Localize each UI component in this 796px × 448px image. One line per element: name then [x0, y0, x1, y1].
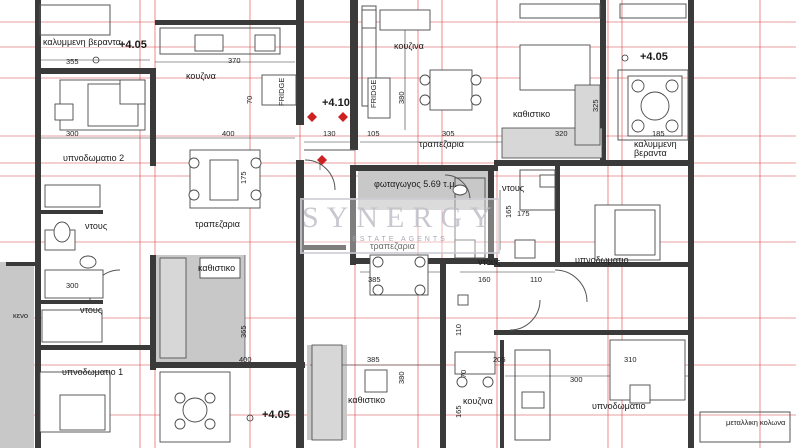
dim-label: 365 — [239, 325, 248, 338]
label-dining-top-right: τραπεζαρια — [419, 139, 464, 149]
cabinet-lines — [39, 3, 791, 443]
dim-label: 160 — [478, 275, 491, 284]
label-shower-left-a: ντους — [85, 221, 108, 231]
dim-label: 165 — [504, 205, 513, 218]
dim-label: 355 — [66, 57, 79, 66]
label-bedroom-2: υπνοδωματιο 2 — [63, 153, 125, 163]
label-stairs-level: +4.10 — [322, 97, 350, 109]
label-living-top-right: καθιστικο — [513, 109, 551, 119]
furniture-right — [311, 9, 686, 441]
label-veranda-right: καλυμμενη βεραντα — [634, 139, 677, 158]
label-bedroom-right: υπνοδωματιο — [575, 255, 629, 265]
label-living-left: καθιστικο — [198, 263, 236, 273]
dim-label: 325 — [591, 99, 600, 112]
dim-label: 185 — [652, 129, 665, 138]
label-shower-mid-right: ντους — [502, 183, 525, 193]
label-veranda-top: καλυμμενη βεραντα — [41, 37, 123, 47]
label-level-bottom-left: +4.05 — [262, 409, 290, 421]
dim-label: 130 — [323, 129, 336, 138]
watermark-title: SYNERGY — [302, 201, 500, 234]
label-lightwell: φωταγωγος 5.69 τ.μ. — [374, 179, 457, 189]
label-kitchen-left: κουζινα — [186, 71, 216, 81]
dim-label: 370 — [228, 56, 241, 65]
dim-label: 385 — [368, 275, 381, 284]
label-void: κενο — [13, 311, 29, 320]
dim-label: 175 — [239, 171, 248, 184]
dim-label: 110 — [530, 275, 542, 284]
dim-label: 310 — [624, 355, 637, 364]
label-shower-mid: ντους — [478, 257, 501, 267]
label-kitchen-bottom: κουζινα — [463, 396, 493, 406]
dim-label: 110 — [454, 324, 463, 336]
dim-label: 300 — [570, 375, 583, 384]
watermark: SYNERGY ESTATE AGENTS — [300, 198, 500, 254]
markers — [92, 54, 629, 422]
label-level-top-right: +4.05 — [640, 51, 668, 63]
dim-label: 165 — [454, 405, 463, 418]
dim-label: 400 — [222, 129, 235, 138]
dim-label: 305 — [442, 129, 455, 138]
dim-label: 105 — [367, 129, 380, 138]
furniture-left — [39, 34, 297, 443]
label-bedroom-1: υπνοδωματιο 1 — [62, 367, 124, 377]
dim-label: 70 — [459, 369, 468, 378]
dim-label: 385 — [367, 355, 380, 364]
dim-label: 300 — [66, 129, 79, 138]
dim-label: 380 — [397, 371, 406, 384]
dim-label: 175 — [517, 209, 530, 218]
label-kitchen-top: κουζινα — [394, 41, 424, 51]
label-fridge-left: FRIDGE — [277, 77, 286, 106]
dim-label: 70 — [245, 95, 254, 104]
dim-label: 205 — [493, 355, 506, 364]
dim-label: 320 — [555, 129, 568, 138]
dim-label: 400 — [239, 355, 252, 364]
watermark-subtitle: ESTATE AGENTS — [352, 236, 448, 243]
dim-label: 300 — [66, 281, 79, 290]
label-living-bottom: καθιστικο — [348, 395, 386, 405]
label-fridge-mid: FRIDGE — [369, 79, 378, 108]
label-dining-mid: τραπεζαρια — [370, 241, 415, 251]
label-bedroom-bottom-right: υπνοδωματιο — [592, 401, 646, 411]
label-shower-left-b: ντους — [80, 305, 103, 315]
label-metal-column: μεταλλικη κολωνα — [726, 418, 786, 427]
label-level-top-left: +4.05 — [119, 39, 147, 51]
label-dining-left: τραπεζαρια — [195, 219, 240, 229]
dim-label: 380 — [397, 91, 406, 104]
